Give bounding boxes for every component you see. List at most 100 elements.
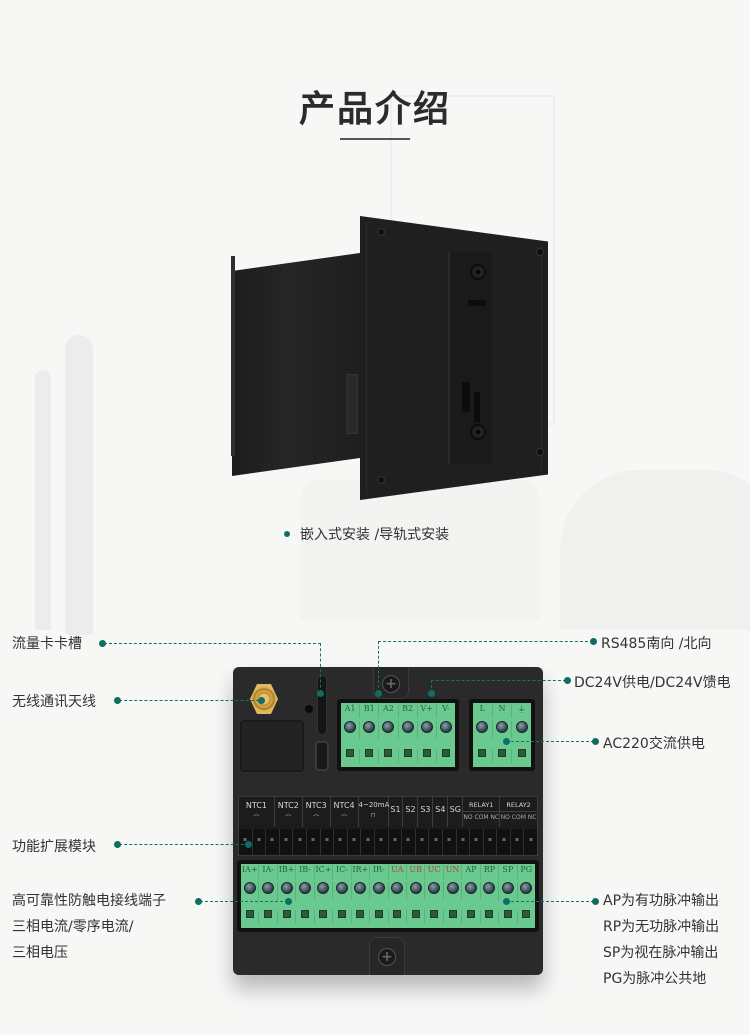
pin-socket [280, 829, 294, 855]
terminal-screw-icon [439, 721, 452, 733]
ext-group-label: S4 [435, 805, 446, 814]
ext-group-ntc1: NTC1⌒ [239, 797, 275, 827]
wire-entry [448, 910, 457, 918]
terminal-screw-icon [372, 882, 385, 894]
ext-group-sg: SG [448, 797, 464, 827]
terminal-label: IR- [370, 865, 389, 879]
terminal-label: PG [520, 865, 533, 874]
rail-notch [468, 300, 486, 306]
terminal-screw-icon [428, 882, 441, 894]
callout-dot-icon [503, 898, 510, 905]
terminal-screw-icon [299, 882, 312, 894]
ntc-symbol-icon: ⌒ [313, 815, 320, 822]
terminal-screw-icon [409, 882, 422, 894]
leader-line [378, 641, 379, 693]
measurement-terminal-block: IA+ IA- IB+ IB- IC+ IC- IR+ IR- UA UB UC… [237, 860, 539, 932]
ext-group-label: S2 [405, 805, 416, 814]
callout-dot-icon [99, 640, 106, 647]
rail-notch [474, 392, 480, 422]
pin-socket [307, 829, 321, 855]
background-table [300, 480, 540, 620]
callout-line: AP为有功脉冲输出 [603, 893, 720, 909]
measurement-labels: IA+ IA- IB+ IB- IC+ IC- IR+ IR- UA UB UC… [241, 865, 535, 879]
callout-sim-slot: 流量卡卡槽 [12, 636, 82, 652]
indicator-hole [305, 705, 313, 713]
pin-socket [293, 829, 307, 855]
callout-line: 三相电压 [12, 945, 68, 961]
terminal-screw-icon [501, 882, 514, 894]
ac220-terminal-block: L N ⏚ [469, 699, 535, 771]
terminal-screw-icon [515, 721, 528, 733]
leader-line [119, 844, 249, 845]
callout-line: RP为无功脉冲输出 [603, 919, 720, 935]
callout-dot-icon [114, 697, 121, 704]
callout-ac220: AC220交流供电 [603, 736, 705, 752]
pin-socket [266, 829, 280, 855]
device-back-view-image [228, 212, 558, 502]
relay-label: RELAY2 [500, 801, 538, 812]
pin-socket [511, 829, 525, 855]
terminal-screw-icon [483, 882, 496, 894]
measurement-wire-entries [241, 910, 535, 924]
terminal-label: V+ [418, 704, 437, 718]
install-caption: 嵌入式安装 /导轨式安装 [284, 524, 449, 544]
terminal-screw-icon [363, 721, 376, 733]
terminal-label: UB [407, 865, 426, 879]
pin-socket [253, 829, 267, 855]
wire-entry [301, 910, 310, 918]
module-cover [240, 720, 304, 772]
background-sofa [560, 470, 750, 630]
leader-line [119, 700, 259, 701]
ext-group-label: S3 [420, 805, 431, 814]
background-cactus-left [35, 370, 51, 630]
ext-group-s2: S2 [403, 797, 419, 827]
ext-group-ntc2: NTC2⌒ [275, 797, 303, 827]
pin-socket [457, 829, 471, 855]
wire-entry [503, 910, 512, 918]
ext-group-ntc4: NTC4⌒ [331, 797, 359, 827]
rail-mount-hole-icon [470, 424, 486, 440]
ntc-symbol-icon: ⌒ [341, 815, 348, 822]
ntc-symbol-icon: ⌒ [253, 815, 260, 822]
device-side-latch [346, 374, 358, 434]
background-cactus-right [65, 335, 93, 635]
callout-terminals: 高可靠性防触电接线端子 三相电流/零序电流/ 三相电压 [12, 888, 166, 966]
pin-socket [524, 829, 537, 855]
ext-group-4-20ma: 4~20mA⊓ [359, 797, 389, 827]
sim-card-slot [317, 675, 327, 735]
ext-group-s1: S1 [389, 797, 404, 827]
callout-dot-icon [114, 841, 121, 848]
terminal-screw-icon [335, 882, 348, 894]
terminal-label: IA+ [241, 865, 260, 879]
screw-icon: + [378, 948, 396, 966]
wire-entry [245, 910, 254, 918]
callout-dot-icon [375, 690, 382, 697]
wire-entry [356, 910, 365, 918]
leader-line [506, 901, 594, 902]
ext-group-label: NTC3 [305, 801, 327, 810]
measurement-screws [241, 882, 535, 900]
din-rail-clip [448, 252, 492, 464]
terminal-label: UN [444, 865, 463, 879]
callout-line: PG为脉冲公共地 [603, 971, 707, 987]
terminal-label: IB+ [278, 865, 297, 879]
callout-antenna: 无线通讯天线 [12, 694, 96, 710]
wire-entry [365, 749, 374, 757]
screw-icon [377, 476, 385, 484]
callout-dc24v: DC24V供电/DC24V馈电 [574, 675, 731, 691]
rs485-dc24v-terminal-block: A1 B1 A2 B2 V+ V- [337, 699, 459, 771]
leader-line [378, 641, 593, 642]
callout-line: 高可靠性防触电接线端子 [12, 893, 166, 909]
screw-icon: + [382, 675, 400, 693]
usb-port [315, 741, 329, 771]
terminal-screw-icon [354, 882, 367, 894]
callout-dot-icon [285, 898, 292, 905]
wire-entry [374, 910, 383, 918]
terminal-screw-icon [262, 882, 275, 894]
leader-line [320, 643, 321, 693]
pin-socket [416, 829, 430, 855]
wire-entry [441, 749, 450, 757]
wire-entry [264, 910, 273, 918]
